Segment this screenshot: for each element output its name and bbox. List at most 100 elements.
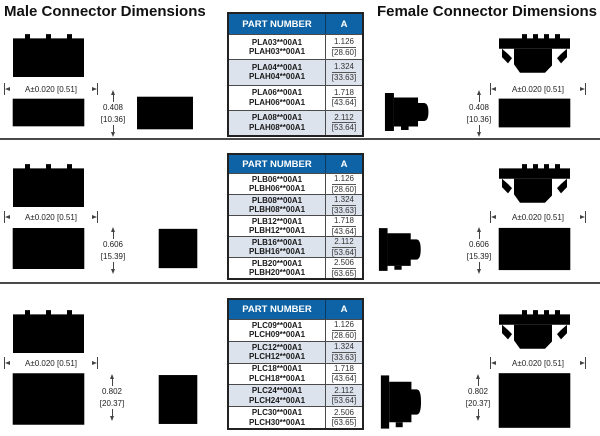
dim-a-mm: [63.65]: [331, 268, 357, 278]
dim-line: [478, 95, 480, 102]
part-number: PLA04**00A1: [251, 62, 303, 72]
female-front-view-drawing: [498, 98, 571, 128]
part-number: PLAH08**00A1: [248, 122, 306, 132]
dim-a-inch: 1.324: [331, 62, 357, 73]
part-number: PLCH12**00A1: [248, 352, 306, 362]
dim-arrow-down: [477, 132, 481, 137]
part-number: PLC09**00A1: [251, 320, 303, 330]
height-inch-label: 0.802: [101, 387, 123, 396]
dim-a-inch: 1.324: [331, 342, 357, 353]
dim-a-inch: 2.506: [331, 258, 357, 269]
part-number: PLA08**00A1: [251, 113, 303, 123]
dimension-a-label: A±0.020 [0.51]: [512, 358, 564, 368]
height-inch-label: 0.408: [102, 103, 124, 112]
female-front-view-drawing: [498, 373, 571, 428]
male-top-view-drawing: [13, 164, 84, 207]
dim-a-mm: [53.64]: [331, 247, 357, 257]
part-number: PLAH03**00A1: [248, 47, 306, 57]
female-side-view-drawing: [380, 375, 422, 429]
dim-line: [112, 125, 114, 132]
dim-arrow-right: [580, 87, 585, 91]
dimension-a: A±0.020 [0.51]: [4, 211, 98, 223]
part-number: PLBH20**00A1: [248, 268, 306, 277]
dim-a-mm: [28.60]: [331, 330, 357, 340]
dim-line: [478, 232, 480, 239]
dim-arrow-left: [491, 215, 496, 219]
dimension-a-label: A±0.020 [0.51]: [25, 358, 77, 368]
dim-arrow-down: [111, 132, 115, 137]
col-header-a: A: [340, 304, 348, 315]
female-top-view-drawing: [499, 34, 570, 73]
male-title: Male Connector Dimensions: [4, 3, 206, 20]
part-number: PLBH08**00A1: [248, 205, 306, 214]
dim-a-mm: [43.64]: [331, 226, 357, 236]
dim-a-inch: 1.324: [331, 195, 357, 206]
table-header: PART NUMBER A: [229, 300, 362, 319]
part-number: PLBH16**00A1: [248, 247, 306, 256]
dim-a-mm: [43.64]: [331, 98, 357, 108]
dimension-a: A±0.020 [0.51]: [490, 83, 586, 95]
dim-arrow-right: [580, 215, 585, 219]
part-number: PLCH18**00A1: [248, 373, 306, 383]
dimension-a: A±0.020 [0.51]: [4, 357, 98, 369]
female-top-view-drawing: [499, 164, 570, 203]
dim-arrow-right: [92, 87, 97, 91]
male-end-view-drawing: [158, 228, 198, 269]
dim-a-mm: [28.60]: [331, 184, 357, 194]
dim-arrow-up: [476, 374, 480, 379]
dim-arrow-down: [477, 269, 481, 274]
part-number: PLB06**00A1: [251, 174, 303, 184]
part-number: PLB12**00A1: [251, 216, 303, 226]
dimension-a-label: A±0.020 [0.51]: [25, 84, 77, 94]
male-top-view-drawing: [13, 310, 84, 353]
dim-a-inch: 1.718: [331, 216, 357, 227]
dimension-height: 0.606 [15.39]: [96, 227, 130, 274]
table-header: PART NUMBER A: [229, 155, 362, 173]
part-number: PLC30**00A1: [251, 408, 303, 418]
dim-a-inch: 2.506: [331, 407, 357, 419]
height-inch-label: 0.408: [468, 103, 490, 112]
dim-a-inch: 2.112: [332, 385, 356, 397]
dim-arrow-up: [477, 227, 481, 232]
dim-line: [112, 95, 114, 102]
male-front-view-drawing: [12, 228, 85, 269]
dim-arrow-down: [476, 416, 480, 421]
height-mm-label: [15.39]: [100, 251, 126, 261]
col-header-part-number: PART NUMBER: [229, 300, 326, 319]
dim-a-mm: [53.64]: [331, 123, 357, 133]
dim-arrow-left: [5, 87, 10, 91]
dim-arrow-left: [491, 87, 496, 91]
dim-line: [478, 262, 480, 269]
col-header-a: A: [340, 18, 348, 30]
dim-a-mm: [28.60]: [331, 47, 357, 57]
height-mm-label: [10.36]: [100, 114, 126, 124]
dim-a-inch: 2.112: [332, 112, 356, 124]
table-header: PART NUMBER A: [229, 14, 362, 34]
dim-arrow-left: [5, 361, 10, 365]
part-number: PLC18**00A1: [251, 364, 303, 374]
height-inch-label: 0.606: [468, 240, 490, 249]
part-number: PLA03**00A1: [251, 37, 303, 47]
part-number: PLCH09**00A1: [248, 330, 306, 340]
height-mm-label: [10.36]: [466, 114, 492, 124]
dim-a-mm: [33.63]: [331, 352, 357, 362]
female-side-view-drawing: [384, 93, 429, 131]
dimension-height: 0.408 [10.36]: [462, 90, 496, 137]
col-header-part-number: PART NUMBER: [229, 14, 326, 34]
dim-line: [111, 379, 113, 386]
dim-arrow-up: [111, 90, 115, 95]
col-header-a: A: [340, 158, 348, 170]
dim-arrow-right: [92, 215, 97, 219]
dim-arrow-up: [477, 90, 481, 95]
dim-a-mm: [53.64]: [331, 396, 357, 406]
dim-arrow-right: [580, 361, 585, 365]
